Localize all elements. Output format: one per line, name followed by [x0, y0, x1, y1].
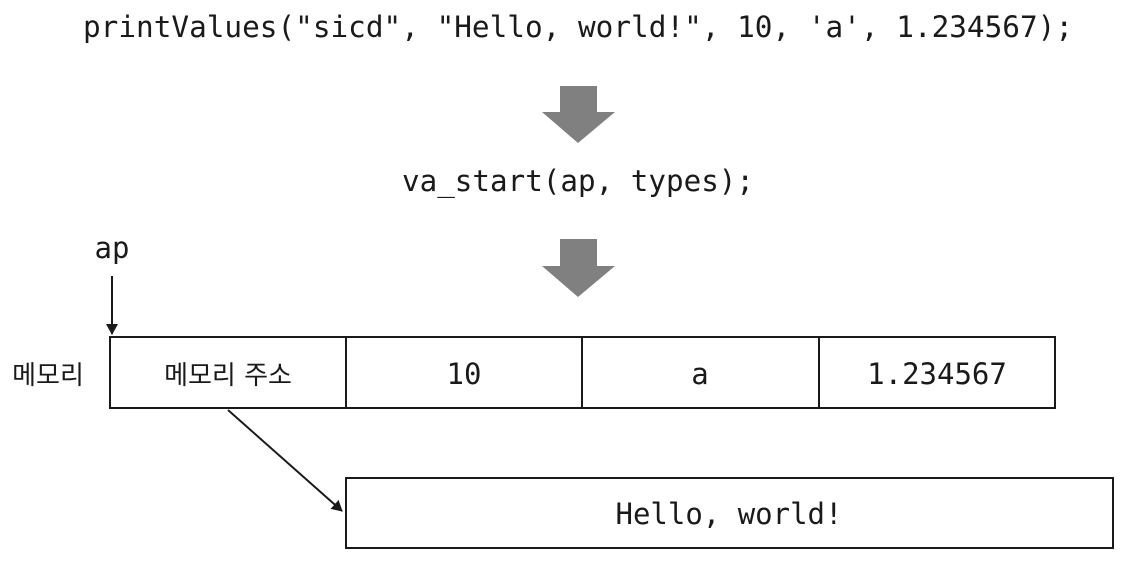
memory-cell-char: a [691, 357, 708, 391]
address-arrow [227, 409, 343, 512]
function-call-code: printValues("sicd", "Hello, world!", 10,… [83, 10, 1073, 44]
memory-cell-address: 메모리 주소 [164, 361, 292, 391]
memory-cell-int: 10 [447, 357, 482, 391]
va-start-code: va_start(ap, types); [402, 164, 754, 199]
memory-label: 메모리 [12, 361, 84, 391]
memory-row: 메모리 주소 10 a 1.234567 [109, 336, 1056, 409]
pointer-label: ap [95, 231, 130, 265]
down-arrow-icon [542, 86, 615, 143]
down-arrow-icon [542, 239, 615, 297]
memory-cell-double: 1.234567 [867, 357, 1007, 391]
string-box [345, 477, 1114, 549]
string-value: Hello, world! [616, 497, 843, 531]
